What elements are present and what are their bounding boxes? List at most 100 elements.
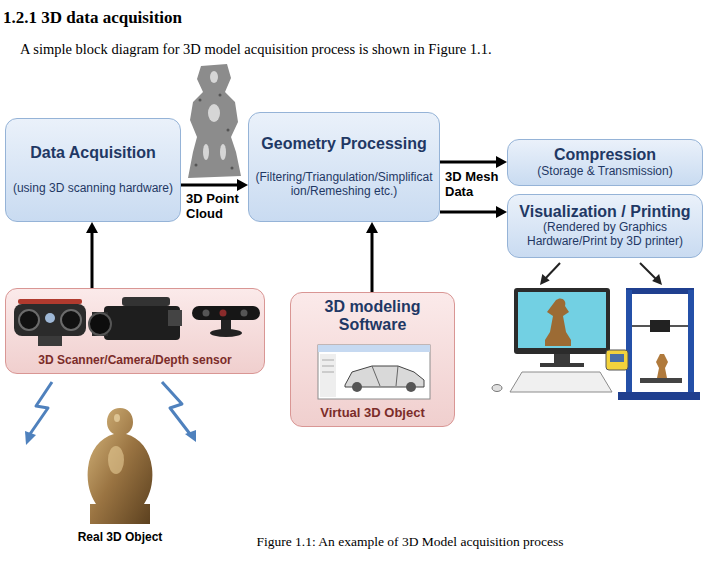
figure-caption: Figure 1.1: An example of 3D Model acqui… <box>200 534 620 550</box>
depth-sensor <box>192 306 260 337</box>
3d-printer-part <box>688 290 694 392</box>
section-heading: 1.2.1 3D data acquisition <box>3 8 403 28</box>
box-title: 3D modeling Software <box>297 298 448 335</box>
software-screenshot-part <box>318 345 430 399</box>
3d-printer-part <box>650 320 670 332</box>
arrow-shaft <box>371 231 374 292</box>
computer-monitor-part <box>540 363 584 367</box>
handheld-scanner-part <box>61 310 81 330</box>
arrow-shaft <box>440 161 498 164</box>
depth-sensor-part <box>220 310 227 317</box>
box-title: Visualization / Printing <box>519 203 690 221</box>
box-title: Data Acquisition <box>30 144 156 162</box>
software-screenshot-part <box>318 345 430 352</box>
software-screenshot <box>318 345 430 399</box>
software-screenshot-part <box>322 372 334 373</box>
video-camera-part <box>104 306 180 340</box>
flow-arrow <box>440 206 507 218</box>
edge-label: 3D Point Cloud <box>186 192 244 222</box>
video-camera-part <box>89 313 111 335</box>
arrow-shaft <box>91 231 94 288</box>
arrow-head <box>237 179 248 191</box>
flow-arrow <box>86 222 98 288</box>
output-pointer-part <box>544 263 560 280</box>
video-camera <box>89 297 182 340</box>
source-box: 3D Scanner/Camera/Depth sensor <box>5 288 265 374</box>
arrow-head <box>86 222 98 233</box>
box-text: (Rendered by Graphics Hardware/Print by … <box>514 221 696 249</box>
process-box: Data Acquisition(using 3D scanning hardw… <box>5 118 181 222</box>
depth-sensor-part <box>221 320 231 330</box>
computer-monitor <box>492 288 612 392</box>
point-cloud-figure-part <box>227 129 230 132</box>
3d-printer-part <box>610 354 624 362</box>
point-cloud-figure-part <box>231 167 234 170</box>
box-text: Virtual 3D Object <box>320 406 425 421</box>
point-cloud-figure-part <box>195 164 198 167</box>
flow-arrow <box>366 222 378 292</box>
software-screenshot-part <box>406 382 416 392</box>
scan-signal-bolt <box>25 382 196 445</box>
video-camera-part <box>168 310 182 326</box>
software-screenshot-part <box>345 366 424 387</box>
point-cloud-figure-part <box>203 144 209 160</box>
arrow-head <box>366 222 378 233</box>
point-cloud-figure-part <box>199 99 202 102</box>
handheld-scanner <box>14 299 86 346</box>
3d-printer-part <box>606 350 628 370</box>
software-screenshot-part <box>322 366 334 367</box>
real-object-statue-part <box>108 446 124 474</box>
real-object-statue-part <box>88 408 153 524</box>
handheld-scanner-part <box>14 304 86 336</box>
real-object-statue <box>88 408 153 524</box>
3d-printer-part <box>626 288 694 294</box>
point-cloud-figure-part <box>208 104 220 122</box>
scan-signal-bolt-part <box>30 382 52 434</box>
box-title: Geometry Processing <box>261 135 426 153</box>
3d-printer-part <box>626 290 632 392</box>
output-pointer-part <box>540 274 550 285</box>
scan-signal-bolt-part <box>25 431 36 445</box>
handheld-scanner-part <box>19 310 39 330</box>
object-label: Real 3D Object <box>70 530 170 544</box>
output-box: Visualization / Printing(Rendered by Gra… <box>507 194 703 258</box>
scan-signal-bolt-part <box>162 382 190 434</box>
computer-monitor-part <box>518 292 606 348</box>
computer-monitor-part <box>510 372 612 392</box>
arrow-shaft <box>440 211 498 214</box>
point-cloud-figure-part <box>219 94 222 97</box>
computer-monitor-part <box>514 288 610 354</box>
point-cloud-figure-part <box>188 64 241 178</box>
video-camera-part <box>92 312 108 336</box>
software-screenshot-part <box>352 382 362 392</box>
point-cloud-figure-part <box>220 144 226 160</box>
real-object-statue-part <box>114 414 120 422</box>
software-screenshot-part <box>322 360 334 361</box>
handheld-scanner-part <box>38 336 62 346</box>
video-camera-part <box>122 297 170 306</box>
depth-sensor-part <box>241 310 248 317</box>
output-box: Compression(Storage & Transmission) <box>507 139 703 186</box>
point-cloud-figure-part <box>210 71 218 83</box>
output-pointer-part <box>640 263 657 280</box>
3d-printer-part <box>632 325 688 327</box>
depth-sensor-part <box>192 306 260 320</box>
handheld-scanner-part <box>18 299 82 304</box>
source-box: 3D modeling SoftwareVirtual 3D Object <box>290 292 455 427</box>
computer-monitor-part <box>554 354 570 364</box>
box-title: Compression <box>554 146 656 164</box>
arrow-head <box>496 206 507 218</box>
3d-printer-part <box>656 354 668 378</box>
software-screenshot-part <box>372 366 380 386</box>
box-title: 3D Scanner/Camera/Depth sensor <box>38 354 231 368</box>
point-cloud-figure <box>188 64 241 178</box>
box-text: (Filtering/Triangulation/Simplification/… <box>255 171 433 199</box>
depth-sensor-part <box>203 310 210 317</box>
scan-signal-bolt-part <box>185 430 196 442</box>
software-screenshot-part <box>320 354 336 397</box>
arrow-head <box>496 156 507 168</box>
depth-sensor-part <box>210 329 242 337</box>
3d-printer-part <box>640 378 682 383</box>
